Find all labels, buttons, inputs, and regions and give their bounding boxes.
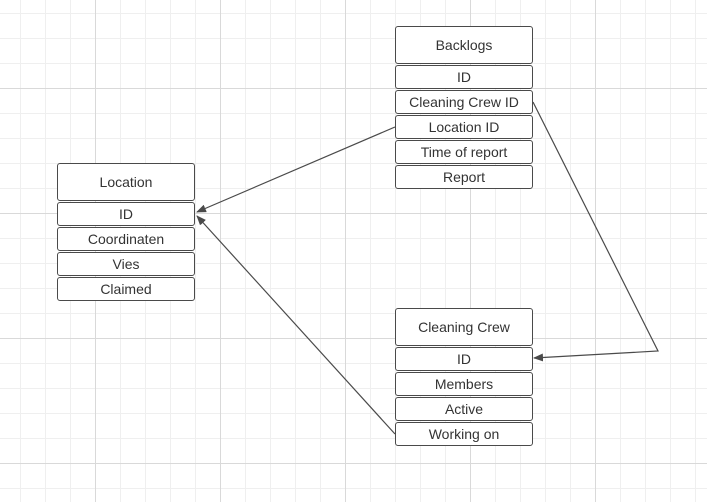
entity-cleaning-crew[interactable]: Cleaning Crew ID Members Active Working … [395,308,533,446]
connector-backlogs-crew-to-cleaning-crew-id[interactable] [532,101,659,362]
cleaning-crew-field-members[interactable]: Members [395,372,533,396]
backlogs-field-time-of-report[interactable]: Time of report [395,140,533,164]
connector-backlogs-location-to-location-id[interactable] [196,126,396,213]
entity-backlogs-title[interactable]: Backlogs [395,26,533,64]
entity-cleaning-crew-title[interactable]: Cleaning Crew [395,308,533,346]
backlogs-field-cleaning-crew-id[interactable]: Cleaning Crew ID [395,90,533,114]
backlogs-field-location-id[interactable]: Location ID [395,115,533,139]
connector-cleaning-crew-working-on-to-location-id[interactable] [196,215,396,435]
location-field-id[interactable]: ID [57,202,195,226]
entity-location[interactable]: Location ID Coordinaten Vies Claimed [57,163,195,301]
cleaning-crew-field-id[interactable]: ID [395,347,533,371]
backlogs-field-id[interactable]: ID [395,65,533,89]
location-field-vies[interactable]: Vies [57,252,195,276]
location-field-claimed[interactable]: Claimed [57,277,195,301]
entity-location-title[interactable]: Location [57,163,195,201]
location-field-coordinaten[interactable]: Coordinaten [57,227,195,251]
entity-backlogs[interactable]: Backlogs ID Cleaning Crew ID Location ID… [395,26,533,189]
backlogs-field-report[interactable]: Report [395,165,533,189]
cleaning-crew-field-working-on[interactable]: Working on [395,422,533,446]
cleaning-crew-field-active[interactable]: Active [395,397,533,421]
